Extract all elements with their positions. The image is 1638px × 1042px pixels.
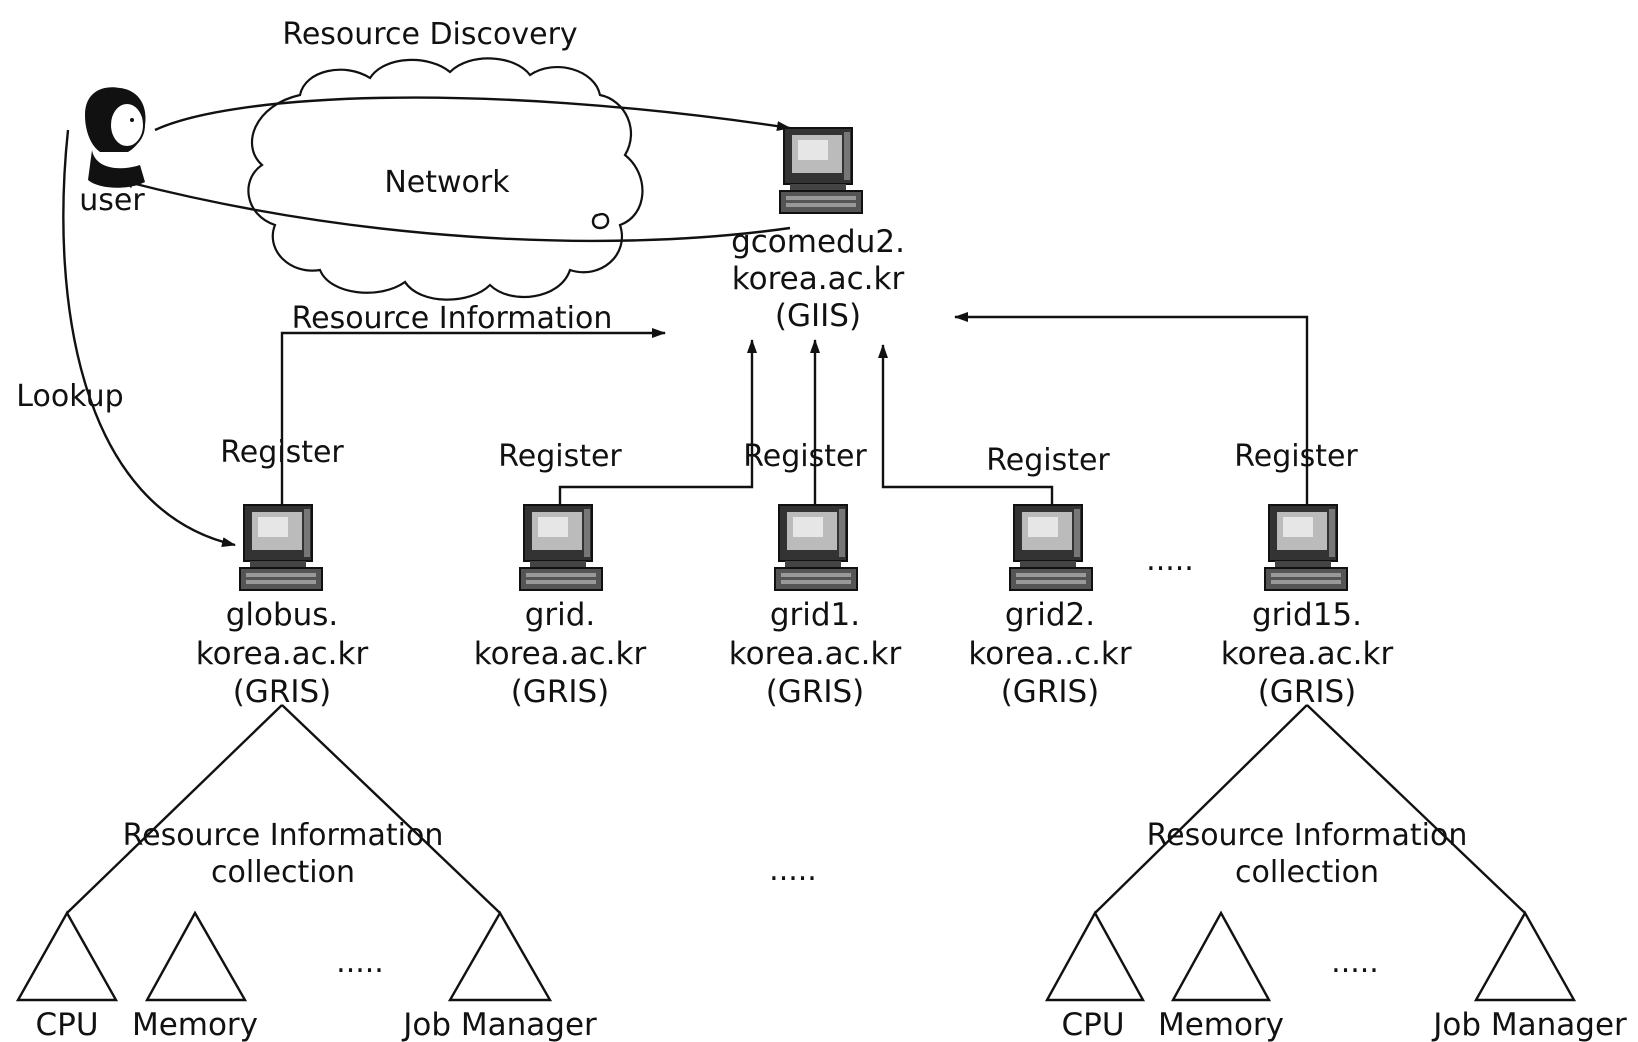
gris-computer-icon-globus xyxy=(239,504,323,591)
leaf-label-job-manager: Job Manager xyxy=(1431,1007,1627,1042)
gris-name-line1: grid15. xyxy=(1252,597,1362,633)
leaf-label-cpu: CPU xyxy=(35,1007,98,1042)
lookup-arrow xyxy=(62,129,236,547)
collection-title-line1: Resource Information xyxy=(123,818,444,853)
register-label: Register xyxy=(498,439,622,474)
resource-discovery-label: Resource Discovery xyxy=(282,17,577,52)
gris-ellipsis: ..... xyxy=(1146,543,1194,578)
register-label: Register xyxy=(743,439,867,474)
gris-name-line3: (GRIS) xyxy=(766,674,865,710)
job-manager-triangle xyxy=(1473,910,1577,1002)
lookup-label: Lookup xyxy=(16,379,123,414)
leaf-label-memory: Memory xyxy=(132,1007,258,1042)
job-manager-triangle xyxy=(447,910,553,1002)
gris-name-line3: (GRIS) xyxy=(233,674,332,710)
leaf-label-cpu: CPU xyxy=(1061,1007,1124,1042)
gris-computer-icon-grid15 xyxy=(1264,504,1348,591)
response-arrow xyxy=(119,178,791,243)
leaf-label-memory: Memory xyxy=(1158,1007,1284,1042)
register-arrow-globus xyxy=(280,328,666,505)
collection-title-line2: collection xyxy=(211,855,355,890)
register-arrow-grid15 xyxy=(954,312,1309,505)
register-label: Register xyxy=(986,443,1110,478)
cloud-loop xyxy=(591,212,610,230)
gris-name-line3: (GRIS) xyxy=(1258,674,1357,710)
register-label: Register xyxy=(220,435,344,470)
giis-name-line3: (GIIS) xyxy=(775,298,861,334)
leaf-ellipsis: ..... xyxy=(1331,945,1379,980)
user-label: user xyxy=(79,183,145,218)
gris-name-line3: (GRIS) xyxy=(511,674,610,710)
gris-computer-icon-grid2 xyxy=(1009,504,1093,591)
collection-tree-left xyxy=(15,704,553,1002)
cpu-triangle xyxy=(1044,910,1146,1002)
cpu-triangle xyxy=(15,910,119,1002)
register-label: Register xyxy=(1234,439,1358,474)
giis-computer-icon xyxy=(779,127,863,214)
gris-name-line2: korea.ac.kr xyxy=(1221,636,1394,672)
gris-name-line2: korea.ac.kr xyxy=(196,636,369,672)
gris-name-line2: korea.ac.kr xyxy=(474,636,647,672)
giis-name-line1: gcomedu2. xyxy=(731,224,905,260)
leaf-label-job-manager: Job Manager xyxy=(401,1007,597,1042)
gris-computer-icon-grid1 xyxy=(774,504,858,591)
giis-name-line2: korea.ac.kr xyxy=(732,261,905,297)
memory-triangle xyxy=(1170,910,1272,1002)
network-label: Network xyxy=(384,165,510,200)
collection-title-line1: Resource Information xyxy=(1147,818,1468,853)
discovery-arrow xyxy=(154,96,791,132)
memory-triangle xyxy=(144,910,248,1002)
gris-name-line1: grid. xyxy=(525,597,596,633)
resource-information-label: Resource Information xyxy=(292,301,613,336)
gris-computer-icon-grid xyxy=(519,504,603,591)
gris-name-line3: (GRIS) xyxy=(1001,674,1100,710)
leaf-ellipsis: ..... xyxy=(336,945,384,980)
collection-tree-right xyxy=(1044,704,1577,1002)
user-icon xyxy=(85,87,146,188)
gris-name-line2: korea..c.kr xyxy=(968,636,1132,672)
gris-name-line2: korea.ac.kr xyxy=(729,636,902,672)
register-arrow-grid xyxy=(558,339,757,505)
register-arrow-grid2 xyxy=(878,344,1054,505)
collection-title-line2: collection xyxy=(1235,855,1379,890)
middle-ellipsis: ..... xyxy=(769,853,817,888)
gris-name-line1: globus. xyxy=(226,597,339,633)
gris-name-line1: grid1. xyxy=(770,597,860,633)
gris-name-line1: grid2. xyxy=(1005,597,1095,633)
